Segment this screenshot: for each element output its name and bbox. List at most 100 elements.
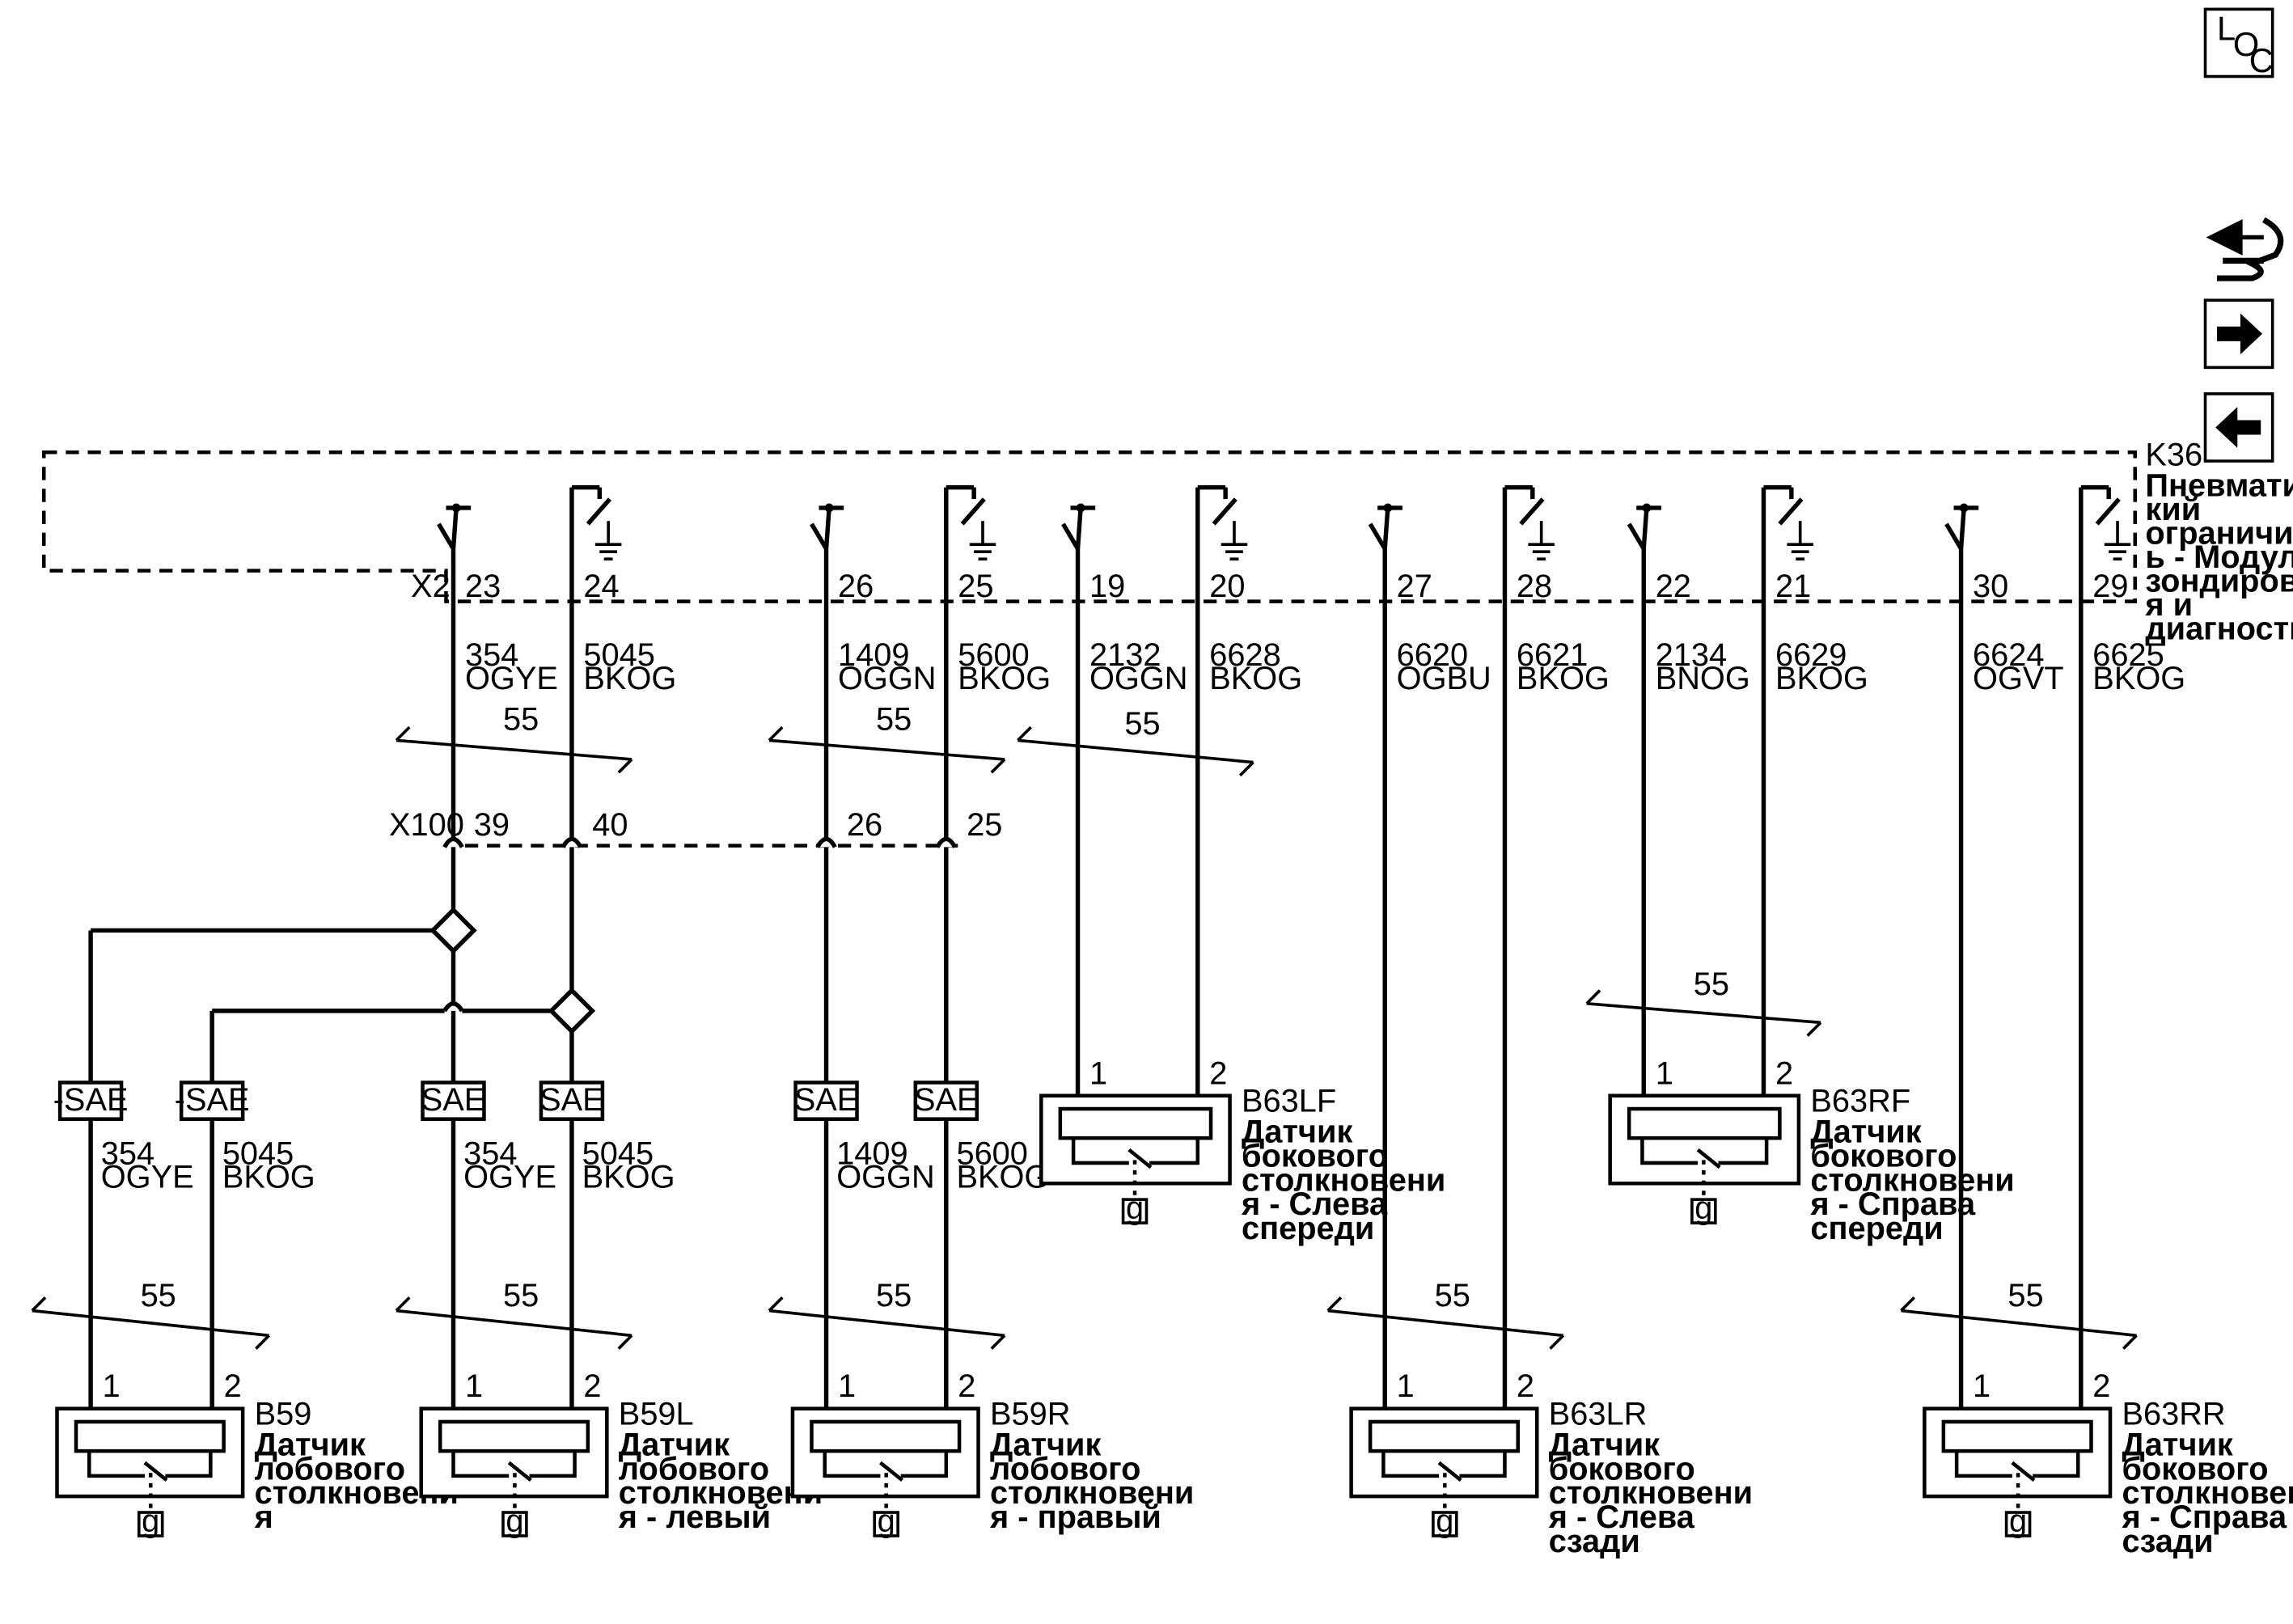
sensor-desc-line: сзади <box>1549 1524 1640 1559</box>
wire-crossover <box>442 1001 464 1013</box>
x100-pin: 25 <box>967 807 1002 843</box>
sensor-pin: 2 <box>958 1368 975 1404</box>
switch-blade <box>1627 522 1646 550</box>
sensor-desc-line: Датчик <box>619 1427 730 1463</box>
wire-color: OGVT <box>1973 661 2064 696</box>
sensor-element <box>74 1419 226 1453</box>
twist-tick <box>617 758 633 774</box>
sensor-desc-line: Датчик <box>990 1427 1101 1463</box>
twist-line <box>1901 1309 2137 1338</box>
sensor-ref: B63LR <box>1549 1397 1648 1432</box>
sensor-element <box>810 1419 962 1453</box>
circuit-number: 6628 <box>1209 637 1280 673</box>
switch-blade <box>1368 522 1387 550</box>
module-name-line: ограничител <box>2145 515 2293 551</box>
ground-terminal <box>501 1511 528 1537</box>
switch-gap <box>1641 507 1649 549</box>
twisted-pair: 55 <box>1017 706 1254 777</box>
x100-pin-arc <box>561 836 583 848</box>
sensor-desc-line: Датчик <box>1242 1114 1352 1150</box>
sensor-ref: B59 <box>255 1397 312 1432</box>
twisted-pair: 55 <box>395 702 633 774</box>
twisted-pair: 55 <box>1900 1278 2138 1350</box>
twist-line <box>1017 738 1254 764</box>
wire-color: BKOG <box>956 1160 1049 1195</box>
sensor-desc-line: Датчик <box>1549 1427 1660 1463</box>
sensor-switch <box>1696 1148 1721 1169</box>
wire-color: OGYE <box>463 1160 556 1195</box>
pin-number: 21 <box>1775 569 1811 604</box>
sensor-desc-line: спереди <box>1810 1211 1943 1246</box>
wire-color: OGYE <box>101 1160 194 1195</box>
pin-number: 24 <box>583 569 619 604</box>
sensor-ref: B63RF <box>1810 1084 1910 1119</box>
x100-pin: 26 <box>847 807 882 843</box>
wire-color: OGBU <box>1397 661 1491 696</box>
twisted-pair: 55 <box>768 1278 1006 1350</box>
twist-tick <box>1017 725 1032 742</box>
x100-ref: X100 <box>389 807 464 843</box>
twist-label: 55 <box>503 1278 539 1313</box>
twist-tick <box>768 1296 784 1312</box>
loc-letter-c: C <box>2249 41 2274 79</box>
sensor-switch <box>507 1461 532 1482</box>
module-name-line: диагностики <box>2145 611 2293 646</box>
top-pin-labels: 23354OGYE245045BKOG261409OGGN255600BKOG1… <box>465 569 2185 696</box>
wire-color: BKOG <box>583 661 676 696</box>
lower-wire-labels: 354OGYE5045BKOG354OGYE5045BKOG1409OGGN56… <box>101 1136 1050 1195</box>
switch-gap <box>1958 507 1966 549</box>
harness-icon[interactable] <box>2206 217 2284 281</box>
sensor-pin: 1 <box>1656 1055 1673 1091</box>
twist-tick <box>1806 1021 1822 1037</box>
switch-blade <box>960 497 986 526</box>
wire-color: BKOG <box>222 1160 315 1195</box>
ground-label: g <box>1436 1503 1453 1539</box>
switch-gap <box>451 507 459 549</box>
sae-label: -SAE <box>53 1082 129 1118</box>
arrow-left-icon[interactable] <box>2203 392 2274 463</box>
sensor-desc-line: лобового <box>255 1451 405 1487</box>
sae-connector: -SAE <box>53 1081 129 1121</box>
sensor-switch <box>1127 1148 1153 1169</box>
twist-tick <box>768 725 784 742</box>
sensor-desc-line: бокового <box>2122 1451 2268 1487</box>
module-ref: K36 <box>2145 437 2202 472</box>
twist-tick <box>1238 761 1254 777</box>
pin-number: 23 <box>465 569 501 604</box>
x100-pin-arc <box>442 836 464 848</box>
ground-terminal <box>1690 1198 1717 1224</box>
twist-tick <box>990 758 1006 774</box>
sensor-desc-line: бокового <box>1549 1451 1695 1487</box>
x100-pin: 39 <box>474 807 510 843</box>
switch-blade <box>1212 497 1237 526</box>
module-name-line: ь - Модуль <box>2145 539 2293 575</box>
wire-color: OGYE <box>465 661 558 696</box>
sensor-switch <box>143 1461 168 1482</box>
sensor-pin: 2 <box>1775 1055 1793 1091</box>
pin-number: 27 <box>1397 569 1432 604</box>
twist-label: 55 <box>2007 1278 2043 1313</box>
twist-tick <box>1549 1334 1565 1350</box>
wire-color: BKOG <box>958 661 1051 696</box>
circuit-number: 5045 <box>583 637 654 673</box>
arrow-right-icon[interactable] <box>2203 298 2274 370</box>
sensor-element <box>438 1419 590 1453</box>
twist-tick <box>1585 989 1601 1005</box>
sensor-desc-line: лобового <box>990 1451 1140 1487</box>
x100-pin: 40 <box>592 807 628 843</box>
twist-label: 55 <box>876 702 912 738</box>
splices <box>88 907 596 1429</box>
twist-tick <box>395 1296 411 1312</box>
x100-pin-arc <box>815 836 837 848</box>
pin-number: 30 <box>1973 569 2008 604</box>
sensor-ref: B63LF <box>1242 1084 1336 1119</box>
pin-number: 20 <box>1209 569 1245 604</box>
splice-diamond <box>548 987 596 1035</box>
sensor-pin: 1 <box>1397 1368 1415 1404</box>
wire-color: BKOG <box>1209 661 1302 696</box>
sensor-desc-line: спереди <box>1242 1211 1374 1246</box>
loc-icon[interactable]: L O C <box>2203 7 2274 79</box>
